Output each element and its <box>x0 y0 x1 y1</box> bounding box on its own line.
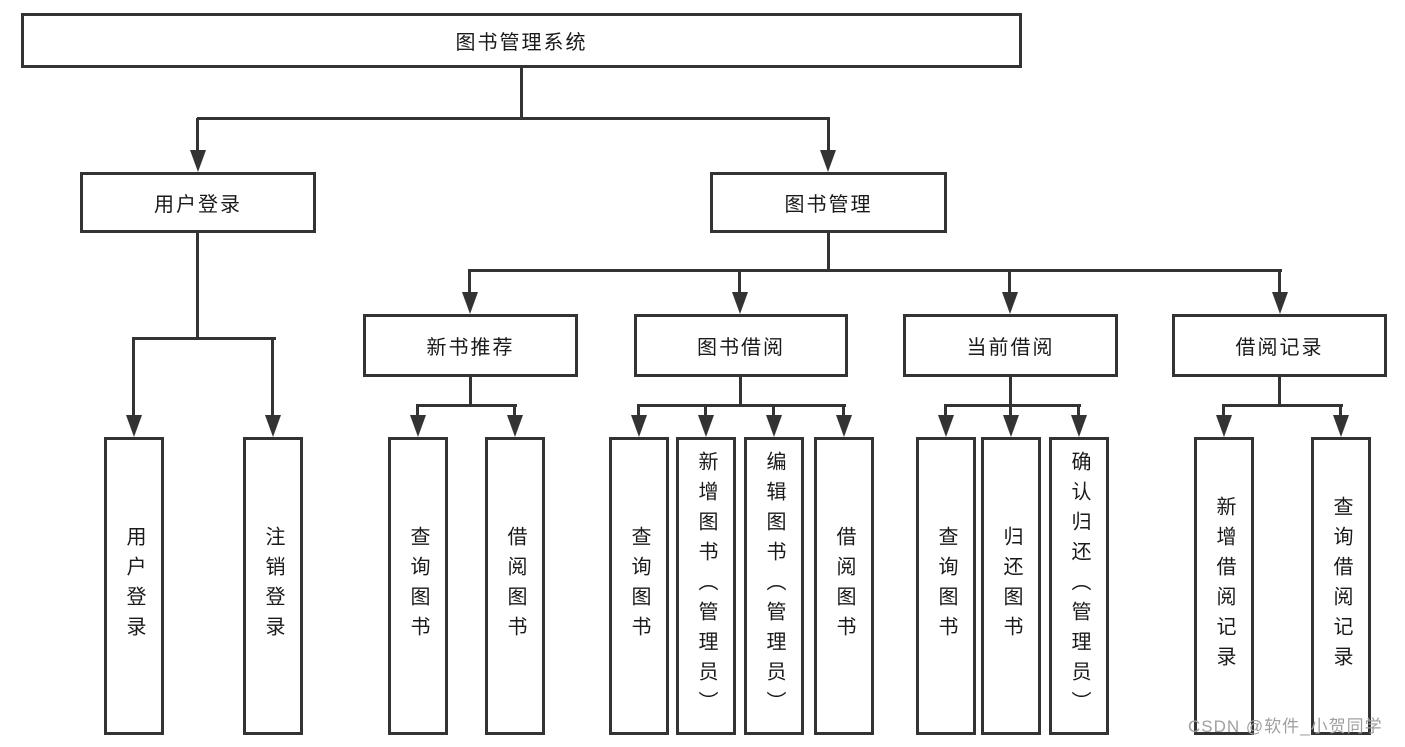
node-current-borrow: 当前借阅 <box>903 314 1118 377</box>
leaf-edit-book-admin-label: 编辑图书（管理员） <box>763 451 785 721</box>
connector-line <box>1339 406 1342 417</box>
arrow-down-icon <box>836 415 852 437</box>
connector-line <box>196 233 199 338</box>
leaf-add-book-admin-label: 新增图书（管理员） <box>695 451 717 721</box>
connector-line <box>842 406 845 417</box>
leaf-query-borrow-record-label: 查询借阅记录 <box>1330 496 1352 676</box>
connector-line <box>1008 271 1011 294</box>
connector-line <box>944 404 1081 407</box>
arrow-down-icon <box>732 292 748 314</box>
connector-line <box>469 376 472 407</box>
node-book-borrow: 图书借阅 <box>634 314 848 377</box>
arrow-down-icon <box>126 415 142 437</box>
node-borrow-records-label: 借阅记录 <box>1235 337 1324 359</box>
node-new-book-recommend-label: 新书推荐 <box>426 337 515 359</box>
leaf-query-borrow-record: 查询借阅记录 <box>1311 437 1371 735</box>
node-user-login: 用户登录 <box>80 172 316 233</box>
connector-line <box>1009 376 1012 407</box>
leaf-query-books-3: 查询图书 <box>916 437 976 735</box>
leaf-confirm-return-admin: 确认归还（管理员） <box>1049 437 1109 735</box>
connector-line <box>1278 271 1281 294</box>
leaf-user-login: 用户登录 <box>104 437 164 735</box>
leaf-borrow-books-1-label: 借阅图书 <box>504 526 526 646</box>
leaf-query-books-2-label: 查询图书 <box>628 526 650 646</box>
arrow-down-icon <box>766 415 782 437</box>
connector-line <box>197 117 830 120</box>
connector-line <box>637 406 640 417</box>
leaf-user-login-label: 用户登录 <box>123 526 145 646</box>
connector-line <box>520 68 523 118</box>
connector-line <box>827 233 830 271</box>
arrow-down-icon <box>190 150 206 172</box>
node-book-borrow-label: 图书借阅 <box>697 337 785 359</box>
connector-line <box>416 404 517 407</box>
leaf-confirm-return-admin-label: 确认归还（管理员） <box>1068 451 1090 721</box>
connector-line <box>513 406 516 417</box>
arrow-down-icon <box>1071 415 1087 437</box>
connector-line <box>738 271 741 294</box>
csdn-watermark: CSDN @软件_小贺同学 <box>1188 717 1383 736</box>
arrow-down-icon <box>1003 415 1019 437</box>
leaf-add-borrow-record-label: 新增借阅记录 <box>1213 496 1235 676</box>
connector-line <box>416 406 419 417</box>
connector-line <box>468 269 1282 272</box>
arrow-down-icon <box>698 415 714 437</box>
arrow-down-icon <box>1216 415 1232 437</box>
connector-line <box>772 406 775 417</box>
connector-line <box>637 404 846 407</box>
connector-line <box>132 339 135 417</box>
connector-line <box>1222 406 1225 417</box>
node-user-login-label: 用户登录 <box>154 194 242 216</box>
connector-line <box>1009 406 1012 417</box>
arrow-down-icon <box>938 415 954 437</box>
leaf-borrow-books-1: 借阅图书 <box>485 437 545 735</box>
arrow-down-icon <box>462 292 478 314</box>
node-new-book-recommend: 新书推荐 <box>363 314 578 377</box>
node-book-management-label: 图书管理 <box>784 194 873 216</box>
connector-line <box>132 337 276 340</box>
node-current-borrow-label: 当前借阅 <box>966 337 1055 359</box>
connector-line <box>196 118 199 152</box>
node-borrow-records: 借阅记录 <box>1172 314 1387 377</box>
leaf-borrow-books-2-label: 借阅图书 <box>833 526 855 646</box>
leaf-add-book-admin: 新增图书（管理员） <box>676 437 736 735</box>
connector-line <box>1278 376 1281 407</box>
arrow-down-icon <box>1333 415 1349 437</box>
leaf-return-book-label: 归还图书 <box>1000 526 1022 646</box>
connector-line <box>1077 406 1080 417</box>
connector-line <box>1222 404 1343 407</box>
leaf-add-borrow-record: 新增借阅记录 <box>1194 437 1254 735</box>
connector-line <box>468 271 471 294</box>
leaf-logout-label: 注销登录 <box>262 526 284 646</box>
arrow-down-icon <box>265 415 281 437</box>
leaf-logout: 注销登录 <box>243 437 303 735</box>
node-root: 图书管理系统 <box>21 13 1022 68</box>
node-book-management: 图书管理 <box>710 172 947 233</box>
connector-line <box>271 339 274 417</box>
arrow-down-icon <box>1002 292 1018 314</box>
arrow-down-icon <box>631 415 647 437</box>
connector-line <box>944 406 947 417</box>
leaf-borrow-books-2: 借阅图书 <box>814 437 874 735</box>
arrow-down-icon <box>1272 292 1288 314</box>
arrow-down-icon <box>507 415 523 437</box>
leaf-return-book: 归还图书 <box>981 437 1041 735</box>
arrow-down-icon <box>410 415 426 437</box>
leaf-edit-book-admin: 编辑图书（管理员） <box>744 437 804 735</box>
connector-line <box>739 376 742 407</box>
connector-line <box>704 406 707 417</box>
connector-line <box>827 118 830 152</box>
arrow-down-icon <box>820 150 836 172</box>
leaf-query-books-2: 查询图书 <box>609 437 669 735</box>
leaf-query-books-3-label: 查询图书 <box>935 526 957 646</box>
node-root-label: 图书管理系统 <box>455 32 588 54</box>
leaf-query-books-1: 查询图书 <box>388 437 448 735</box>
leaf-query-books-1-label: 查询图书 <box>407 526 429 646</box>
